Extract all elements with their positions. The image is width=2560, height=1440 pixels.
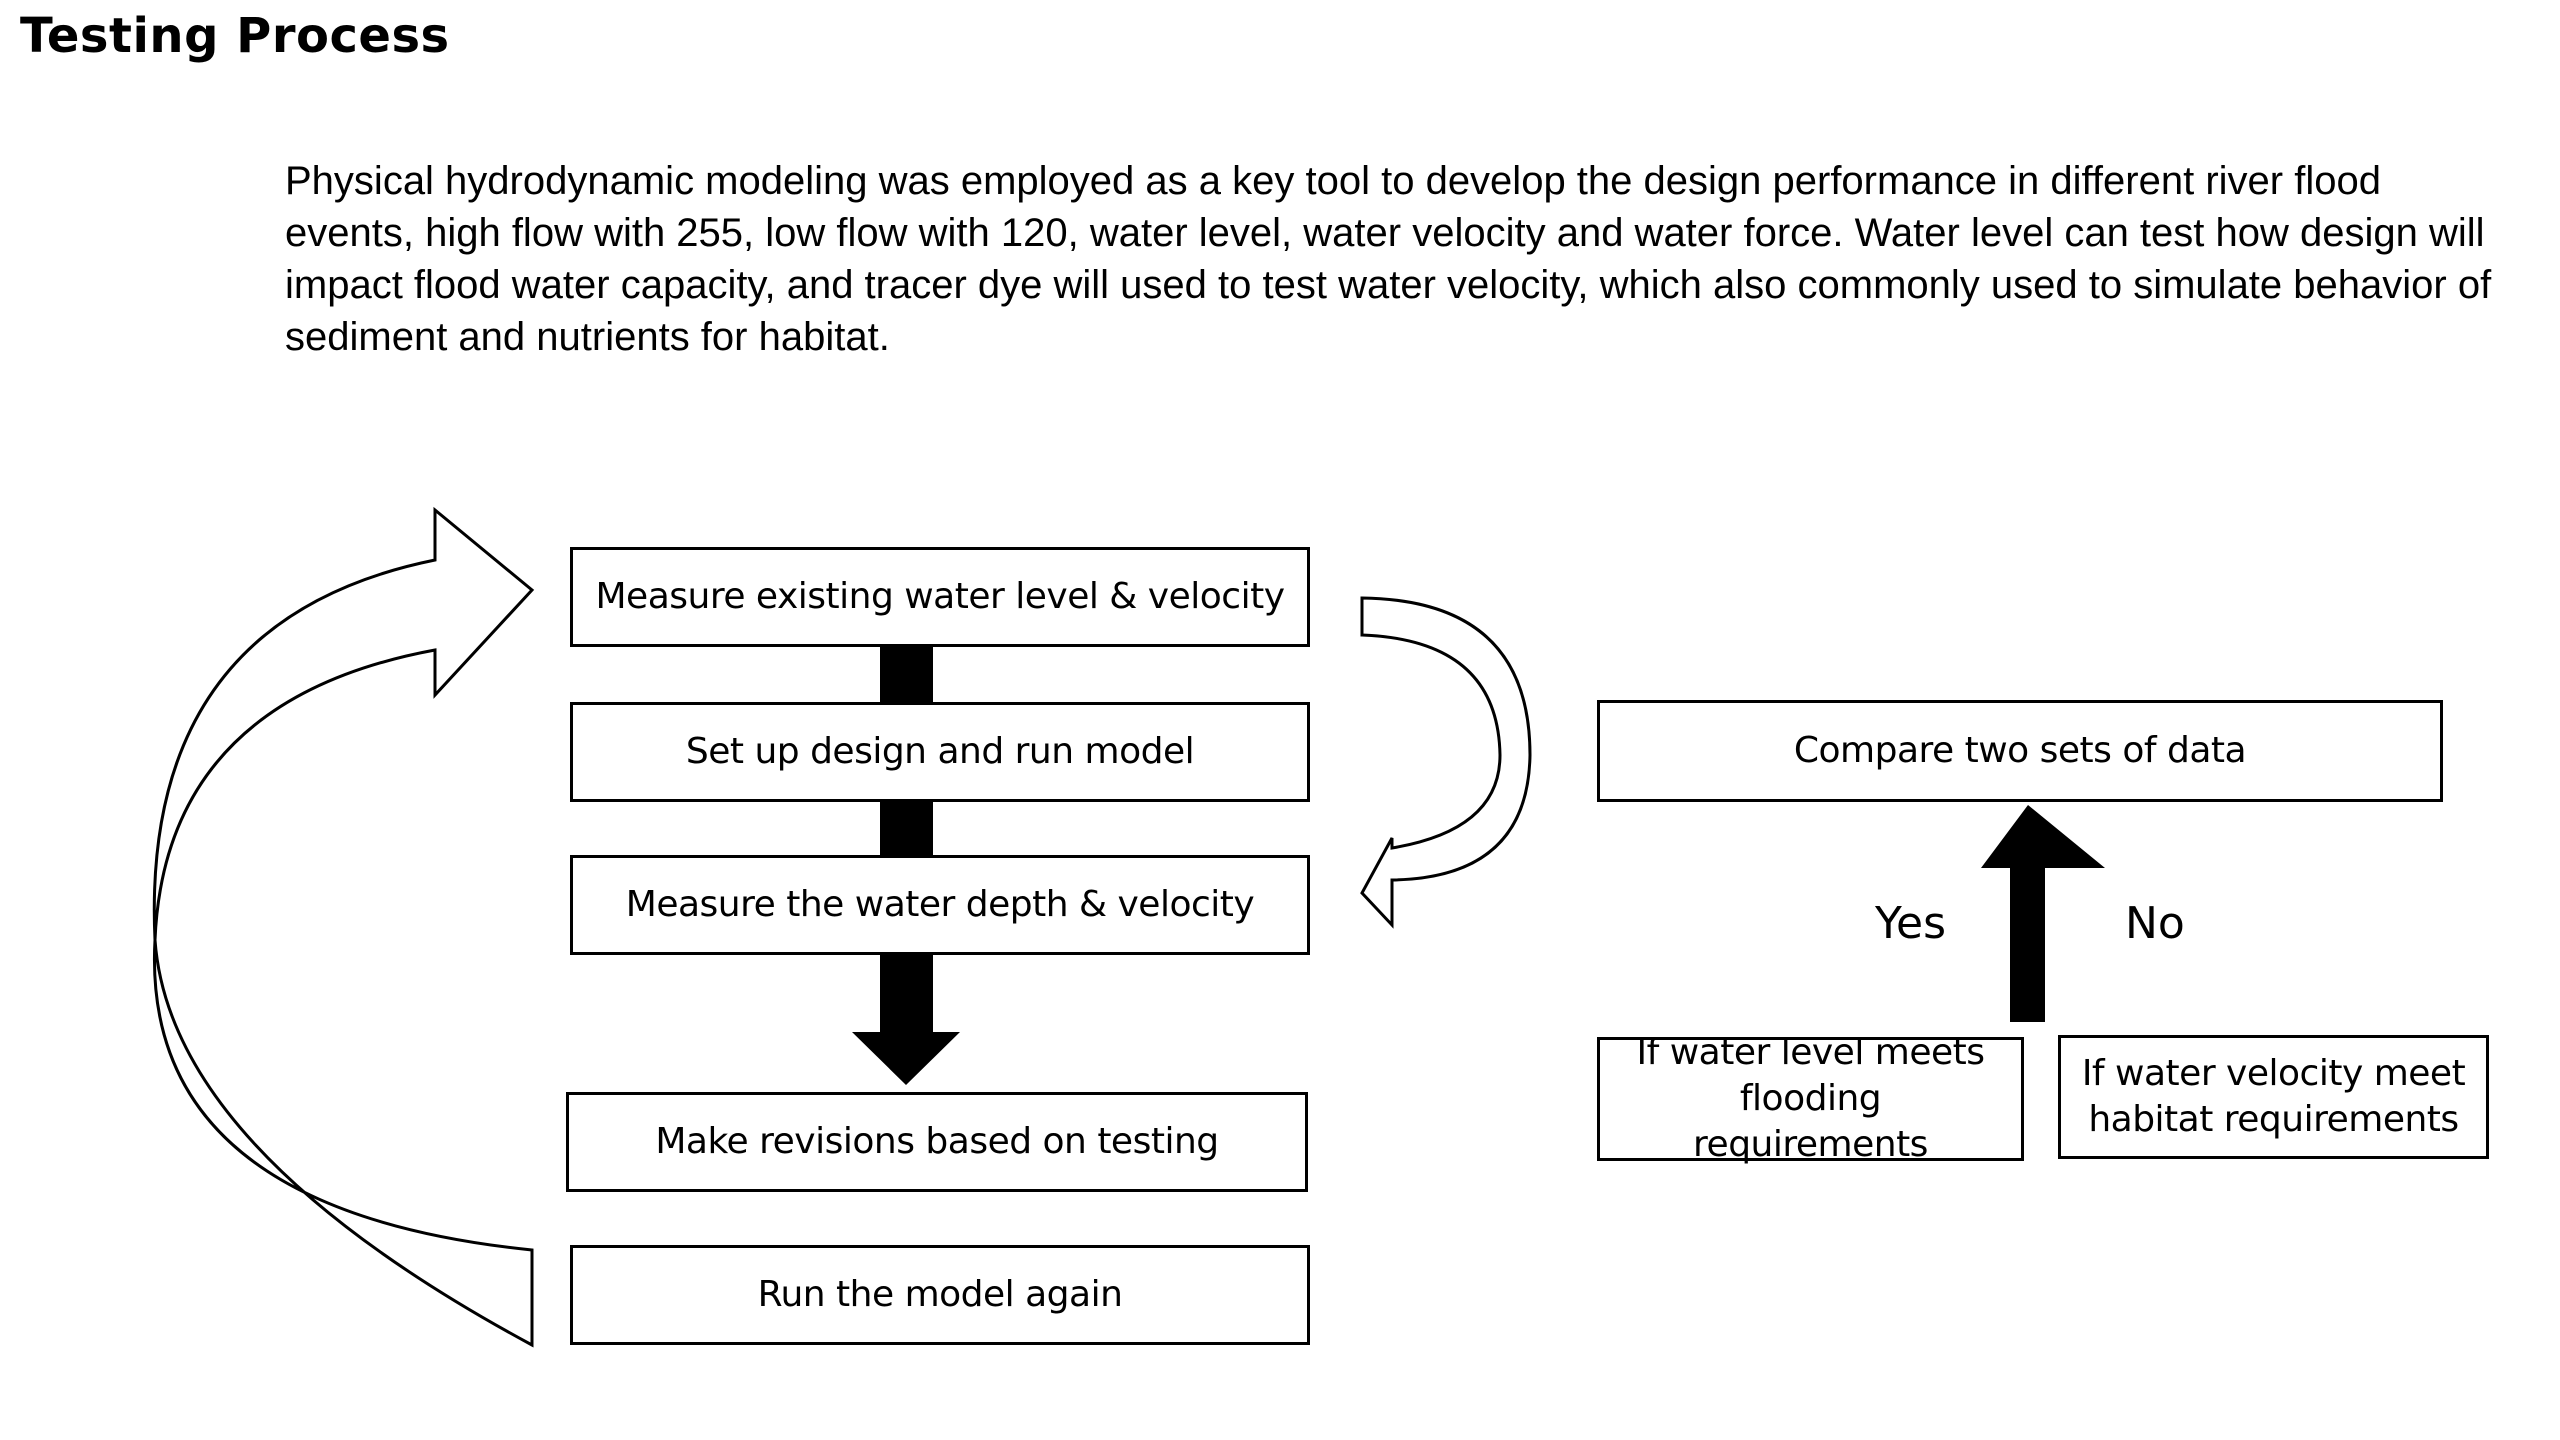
- connector-bar-2: [880, 800, 933, 855]
- up-arrow-icon: [1981, 805, 2105, 1022]
- down-arrow-icon: [852, 955, 960, 1085]
- no-label: No: [2125, 898, 2185, 949]
- flow-box-run-again: Run the model again: [570, 1245, 1310, 1345]
- page-title: Testing Process: [20, 8, 450, 64]
- flow-box-measure-depth: Measure the water depth & velocity: [570, 855, 1310, 955]
- loop-arrow-icon: [152, 506, 535, 1348]
- intro-paragraph: Physical hydrodynamic modeling was emplo…: [285, 159, 2492, 359]
- flow-box-measure-existing: Measure existing water level & velocity: [570, 547, 1310, 647]
- return-arrow-icon: [1360, 596, 1532, 929]
- compare-box: Compare two sets of data: [1597, 700, 2443, 802]
- condition-box-water-velocity: If water velocity meet habitat requireme…: [2058, 1035, 2489, 1159]
- connector-bar-1: [880, 647, 933, 702]
- flow-box-setup-design: Set up design and run model: [570, 702, 1310, 802]
- flow-box-make-revisions: Make revisions based on testing: [566, 1092, 1308, 1192]
- condition-box-water-level: If water level meets flooding requiremen…: [1597, 1032, 2024, 1165]
- yes-label: Yes: [1875, 898, 1947, 949]
